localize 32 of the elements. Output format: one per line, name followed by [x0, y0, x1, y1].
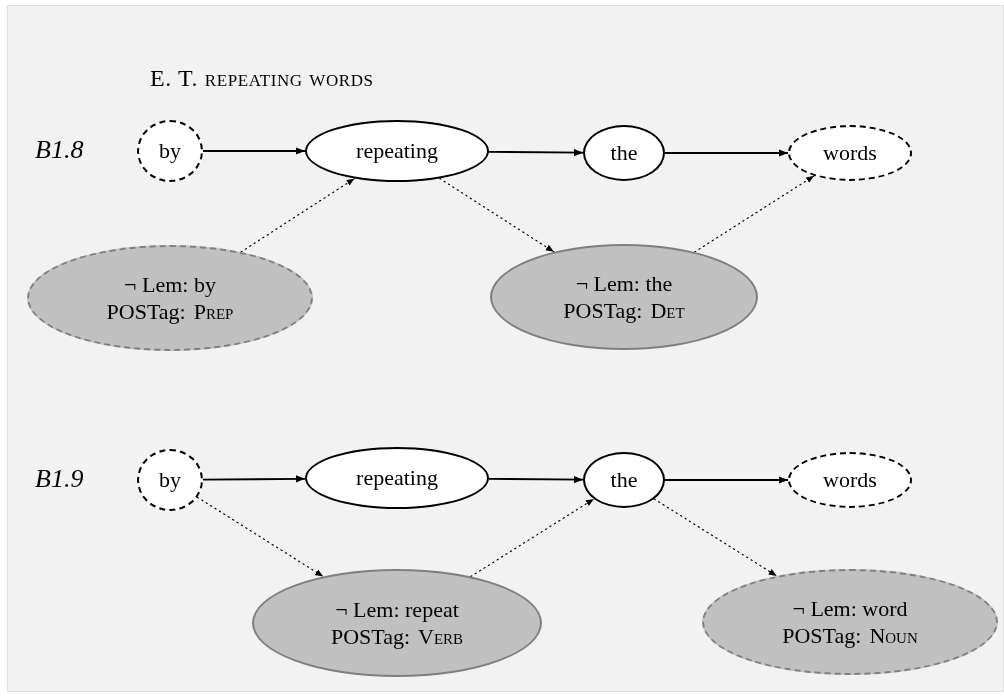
- node-text: ¬ Lem: repeat: [335, 595, 459, 623]
- node-text: ¬ Lem: by: [124, 270, 216, 298]
- node-text: POSTag:: [106, 298, 186, 326]
- pos-tag: Det: [650, 297, 685, 325]
- arrow: [202, 475, 306, 483]
- arrow: [202, 147, 306, 155]
- node-text: ¬ Lem: the: [575, 269, 673, 297]
- pos-tag: Noun: [869, 622, 918, 650]
- node-text: POSTag:: [330, 623, 411, 651]
- title: E. T. repeating words: [150, 64, 374, 93]
- node-text: the: [610, 466, 638, 494]
- dotted-arrow: [470, 498, 595, 578]
- pos-tag: Verb: [418, 623, 464, 651]
- node-text: by: [159, 137, 181, 165]
- node-text: words: [823, 466, 877, 494]
- node-text: repeating: [356, 137, 438, 165]
- node-text: by: [159, 466, 181, 494]
- node-text: POSTag:: [782, 622, 862, 650]
- node-text: POSTag:: [563, 297, 643, 325]
- arrow: [664, 149, 789, 157]
- arrow: [488, 475, 584, 484]
- row-label: B1.9: [35, 466, 84, 492]
- node-text: repeating: [356, 464, 438, 492]
- dotted-arrow: [694, 175, 815, 253]
- node-text: words: [823, 139, 877, 167]
- arrow: [488, 148, 584, 157]
- pos-tag: Prep: [193, 298, 234, 326]
- arrow: [664, 476, 789, 484]
- node-text: ¬ Lem: word: [792, 594, 908, 622]
- row-label: B1.8: [35, 137, 84, 163]
- node-text: the: [610, 139, 638, 167]
- dotted-arrow: [196, 496, 324, 578]
